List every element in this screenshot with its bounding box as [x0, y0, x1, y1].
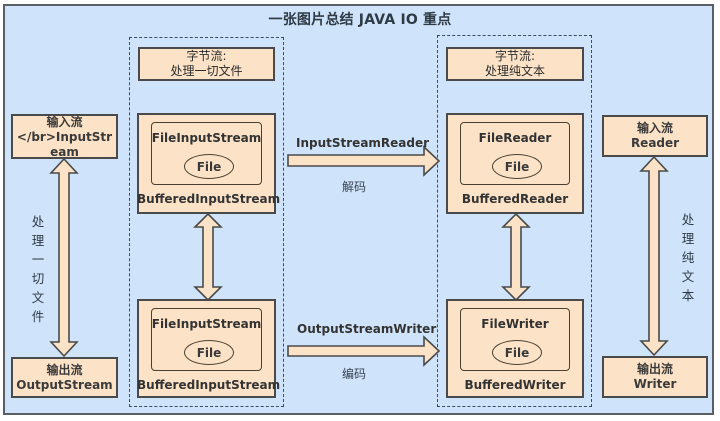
reader-box: 输入流 Reader — [602, 115, 708, 157]
file-label: File — [196, 345, 222, 360]
char-group-header-line1: 字节流: — [494, 49, 536, 63]
file-ellipse-byte-top: File — [184, 154, 234, 179]
byte-group-header-line2: 处理一切文件 — [170, 64, 243, 78]
right-vertical-label: 处 理 纯 文 本 — [680, 210, 696, 305]
buffered-writer-label: BufferedWriter — [464, 378, 566, 392]
vchar: 理 — [681, 231, 695, 246]
decode-caption: 解码 — [342, 180, 367, 194]
file-ellipse-char-top: File — [492, 154, 542, 179]
writer-line2: Writer — [633, 377, 677, 391]
input-stream-reader-arrow — [287, 145, 441, 177]
char-group-header-line2: 处理纯文本 — [484, 64, 545, 78]
byte-group-double-arrow — [193, 212, 223, 302]
vchar: 纯 — [681, 250, 695, 265]
byte-stream-group — [129, 37, 284, 407]
vchar: 文 — [31, 290, 45, 305]
output-stream-writer-arrow — [287, 335, 441, 367]
file-writer-label: FileWriter — [481, 317, 549, 331]
right-double-arrow — [639, 155, 669, 357]
char-group-double-arrow — [501, 212, 531, 302]
file-input-stream-label-bottom: FileInputStream — [151, 317, 262, 331]
encode-caption: 编码 — [342, 367, 367, 381]
output-stream-box: 输出流 OutputStream — [11, 357, 118, 398]
vchar: 件 — [31, 309, 45, 324]
file-reader-box — [460, 122, 570, 185]
vchar: 一 — [31, 252, 45, 267]
input-stream-box: 输入流 </br>InputStr eam — [11, 114, 118, 159]
output-stream-writer-label: OutputStreamWriter — [297, 322, 437, 336]
output-stream-line1: 输出流 — [46, 362, 83, 377]
input-stream-line1: 输入流 — [46, 115, 83, 129]
diagram-title: 一张图片总结 JAVA IO 重点 — [268, 12, 452, 28]
file-label: File — [504, 345, 530, 360]
vchar: 理 — [31, 233, 45, 248]
input-stream-line2: </br>InputStr — [16, 130, 113, 144]
writer-box: 输出流 Writer — [602, 356, 708, 398]
char-stream-group — [437, 35, 592, 407]
buffered-input-stream-label-bottom: BufferedInputStream — [137, 378, 281, 392]
vchar: 处 — [681, 212, 695, 227]
input-stream-reader-label: InputStreamReader — [296, 136, 430, 150]
output-stream-line2: OutputStream — [16, 377, 113, 392]
vchar: 文 — [681, 269, 695, 284]
file-ellipse-char-bottom: File — [492, 340, 542, 365]
file-writer-box — [460, 308, 570, 371]
byte-group-header: 字节流: 处理一切文件 — [138, 47, 275, 81]
reader-line2: Reader — [630, 136, 680, 150]
left-vertical-label: 处 理 一 切 文 件 — [30, 212, 46, 326]
file-ellipse-byte-bottom: File — [184, 340, 234, 365]
file-input-stream-box-top — [151, 122, 262, 185]
file-input-stream-box-bottom — [151, 308, 262, 371]
file-reader-label: FileReader — [478, 131, 552, 145]
vchar: 切 — [31, 271, 45, 286]
byte-group-header-line1: 字节流: — [186, 49, 227, 63]
vchar: 本 — [681, 288, 695, 303]
file-label: File — [196, 159, 222, 174]
buffered-input-stream-label-top: BufferedInputStream — [137, 192, 281, 206]
buffered-reader-label: BufferedReader — [461, 192, 569, 206]
file-input-stream-label-top: FileInputStream — [151, 131, 262, 145]
input-stream-line3: eam — [50, 145, 79, 159]
char-group-header: 字节流: 处理纯文本 — [446, 47, 584, 81]
reader-line1: 输入流 — [636, 121, 673, 135]
vchar: 处 — [31, 214, 45, 229]
file-label: File — [504, 159, 530, 174]
left-double-arrow — [49, 157, 79, 358]
writer-line1: 输出流 — [636, 362, 673, 376]
